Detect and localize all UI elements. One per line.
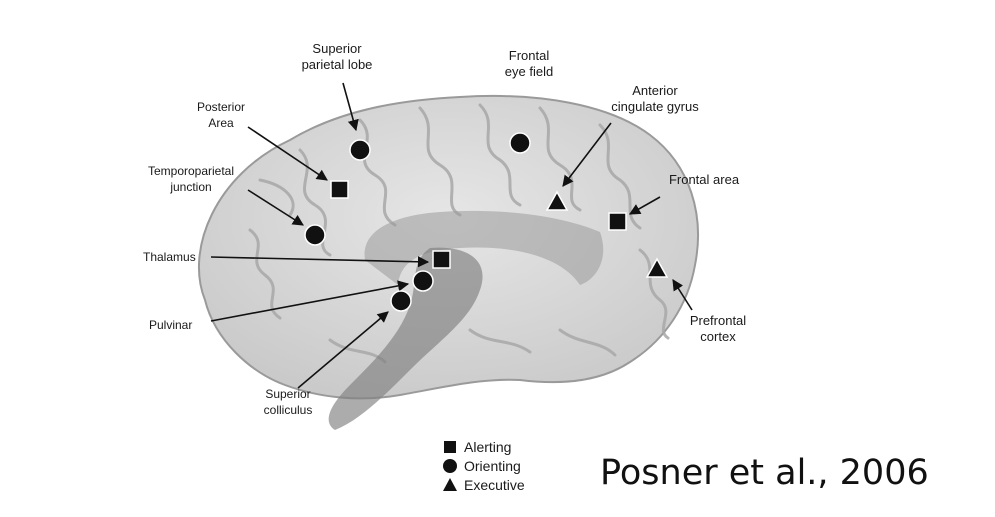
legend-label-alerting: Alerting xyxy=(464,439,511,455)
marker-pulvinar xyxy=(413,271,433,291)
label-posterior-area: Posterior Area xyxy=(186,99,256,131)
circle-icon xyxy=(442,458,458,474)
label-anterior-cingulate-gyrus: Anterior cingulate gyrus xyxy=(590,83,720,115)
marker-thalamus xyxy=(433,251,450,268)
label-frontal-eye-field: Frontal eye field xyxy=(484,48,574,80)
legend-label-executive: Executive xyxy=(464,477,525,493)
marker-posterior-area xyxy=(331,181,348,198)
triangle-icon xyxy=(442,477,458,493)
marker-superior-colliculus xyxy=(391,291,411,311)
marker-frontal-area xyxy=(609,213,626,230)
label-thalamus: Thalamus xyxy=(143,249,196,265)
legend: Alerting Orienting Executive xyxy=(442,437,525,494)
label-superior-parietal-lobe: Superior parietal lobe xyxy=(282,41,392,73)
label-frontal-area: Frontal area xyxy=(654,172,754,188)
legend-item-alerting: Alerting xyxy=(442,437,525,456)
legend-item-executive: Executive xyxy=(442,475,525,494)
citation: Posner et al., 2006 xyxy=(600,453,929,493)
legend-item-orienting: Orienting xyxy=(442,456,525,475)
label-superior-colliculus: Superior colliculus xyxy=(248,386,328,418)
marker-temporoparietal xyxy=(305,225,325,245)
square-icon xyxy=(442,439,458,455)
marker-superior-parietal xyxy=(350,140,370,160)
label-pulvinar: Pulvinar xyxy=(149,317,192,333)
legend-label-orienting: Orienting xyxy=(464,458,521,474)
label-temporoparietal-junction: Temporoparietal junction xyxy=(136,163,246,195)
label-prefrontal-cortex: Prefrontal cortex xyxy=(668,313,768,345)
marker-frontal-eye-field xyxy=(510,133,530,153)
